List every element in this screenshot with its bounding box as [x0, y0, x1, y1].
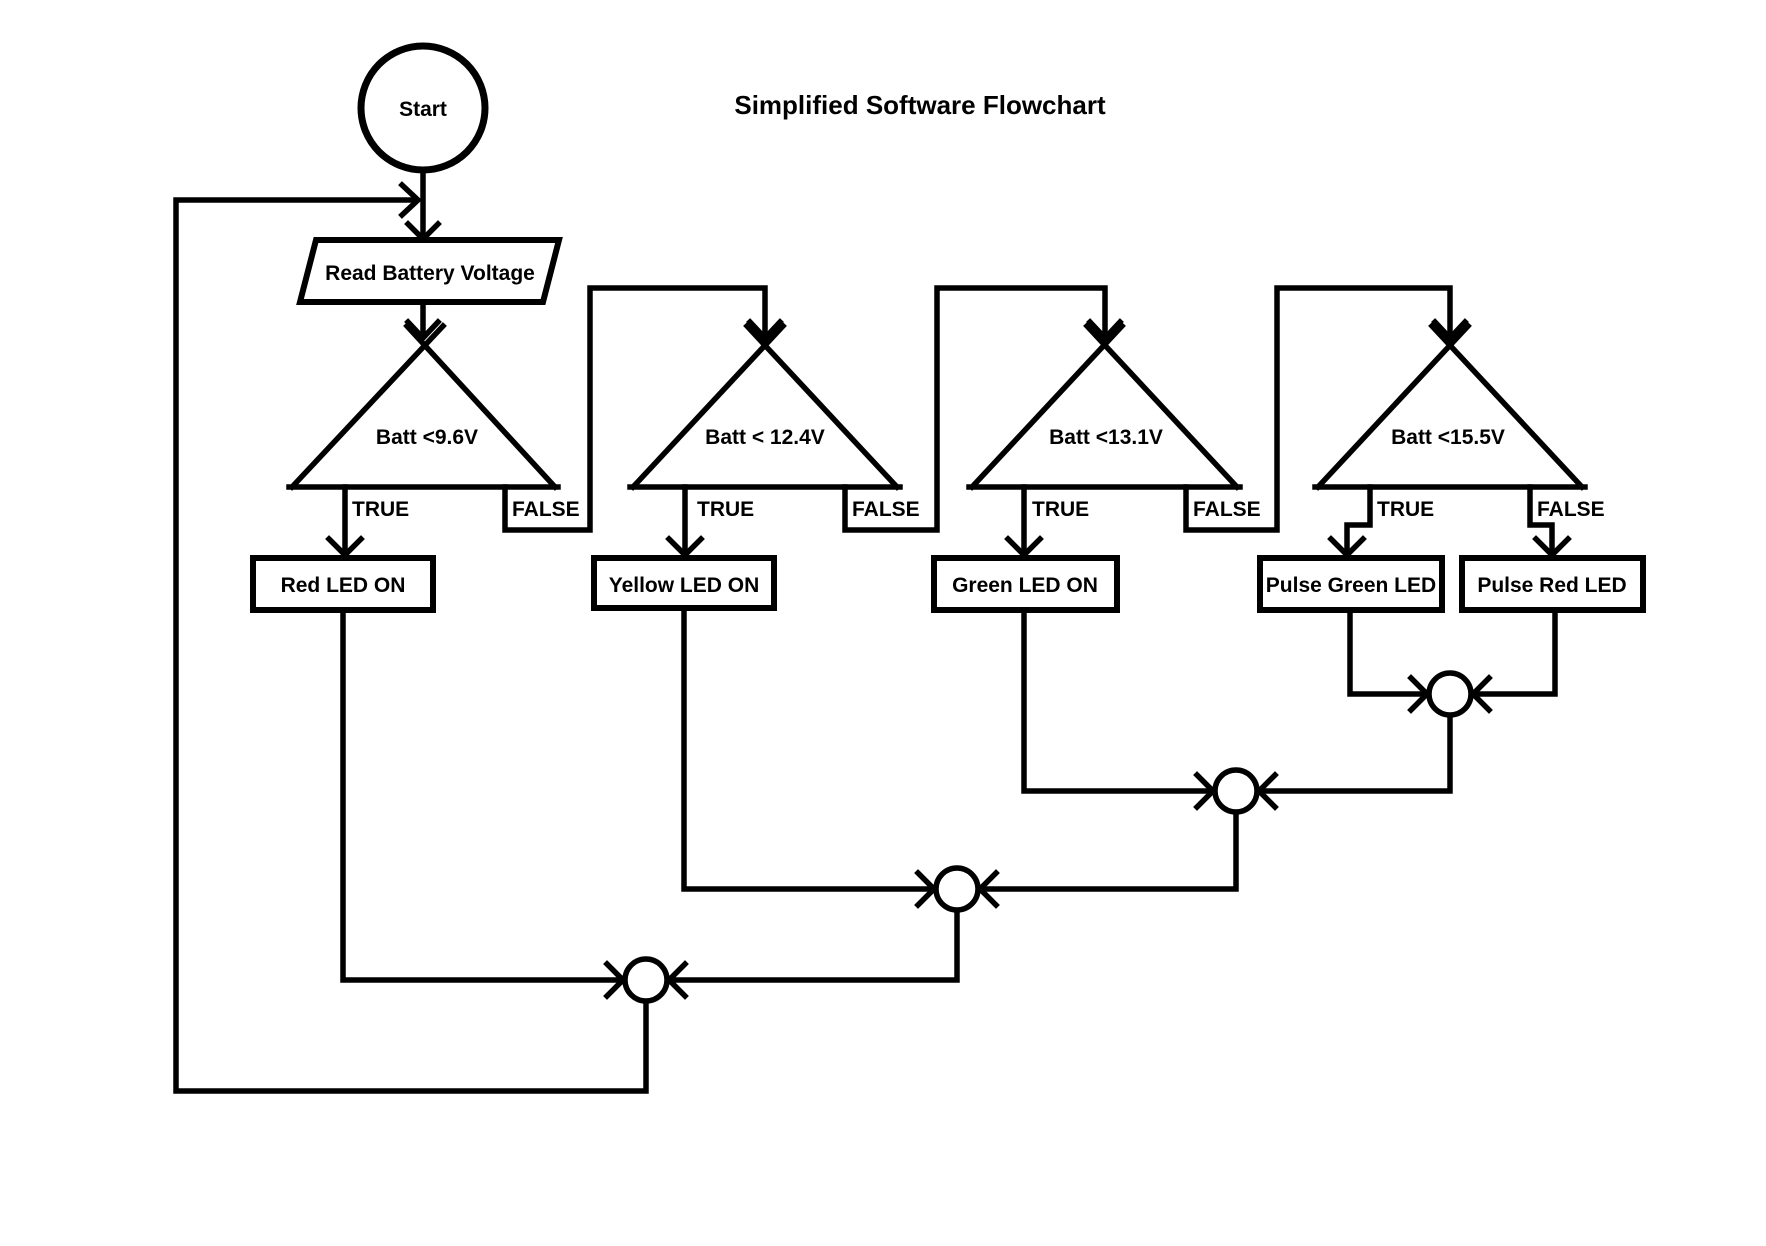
decision-1-triangle: [286, 322, 561, 491]
arrowhead-down: [746, 318, 784, 343]
arrowhead-right: [398, 181, 423, 219]
decision-3-false-label: FALSE: [1193, 498, 1261, 521]
edge-green-led-to-junction-2: [1021, 607, 1211, 794]
decision-1-false-label: FALSE: [512, 498, 580, 521]
decision-3-triangle: [966, 322, 1243, 491]
arrowhead-down: [1431, 318, 1469, 343]
arrowhead-down: [404, 318, 442, 343]
start-label: Start: [399, 98, 447, 121]
decision-3-true-label: TRUE: [1032, 498, 1089, 521]
decision-4-false-label: FALSE: [1537, 498, 1605, 521]
merge-junction-3: [933, 865, 981, 913]
edge-pulse-red-to-junction-1: [1475, 607, 1558, 697]
decision-1-label: Batt <9.6V: [376, 426, 478, 449]
action-red-led-label: Red LED ON: [281, 574, 406, 597]
decision-2-false-label: FALSE: [852, 498, 920, 521]
action-pulse-green-led-label: Pulse Green LED: [1266, 574, 1436, 597]
decision-4-false-edge: [1527, 484, 1555, 554]
diagram-title: Simplified Software Flowchart: [734, 90, 1106, 120]
decision-1-false-edge: [502, 285, 768, 533]
merge-junction-4: [622, 956, 670, 1004]
action-pulse-green-led-box: [1257, 555, 1445, 613]
decision-2-triangle: [627, 322, 903, 491]
action-pulse-red-led-label: Pulse Red LED: [1477, 574, 1626, 597]
decision-3-label: Batt <13.1V: [1049, 426, 1163, 449]
merge-junction-2: [1212, 767, 1260, 815]
edge-yellow-led-to-junction-3: [681, 605, 932, 892]
edge-junction-1-to-junction-2: [1261, 712, 1453, 794]
read-battery-label: Read Battery Voltage: [325, 262, 535, 285]
decision-4-triangle: [1312, 322, 1588, 491]
edge-junction-3-to-junction-4: [671, 907, 960, 983]
action-green-led-label: Green LED ON: [952, 574, 1098, 597]
merge-junction-1: [1426, 670, 1474, 718]
action-yellow-led-box: [591, 555, 777, 611]
action-pulse-red-led-box: [1459, 555, 1646, 613]
edge-red-led-to-junction-4: [340, 607, 621, 983]
edge-junction-2-to-junction-3: [982, 809, 1239, 892]
decision-2-true-label: TRUE: [697, 498, 754, 521]
decision-2-false-edge: [842, 285, 1108, 533]
decision-4-true-edge: [1344, 484, 1373, 554]
arrowhead-down: [1086, 318, 1124, 343]
action-green-led-box: [931, 555, 1120, 613]
decision-1-true-label: TRUE: [352, 498, 409, 521]
action-yellow-led-label: Yellow LED ON: [609, 574, 760, 597]
loop-back-edge: [173, 197, 649, 1094]
decision-2-label: Batt < 12.4V: [705, 426, 825, 449]
read-battery-node: [296, 237, 563, 305]
decision-3-false-edge: [1183, 285, 1453, 533]
decision-4-label: Batt <15.5V: [1391, 426, 1505, 449]
edge-pulse-green-to-junction-1: [1347, 607, 1425, 697]
decision-4-true-label: TRUE: [1377, 498, 1434, 521]
